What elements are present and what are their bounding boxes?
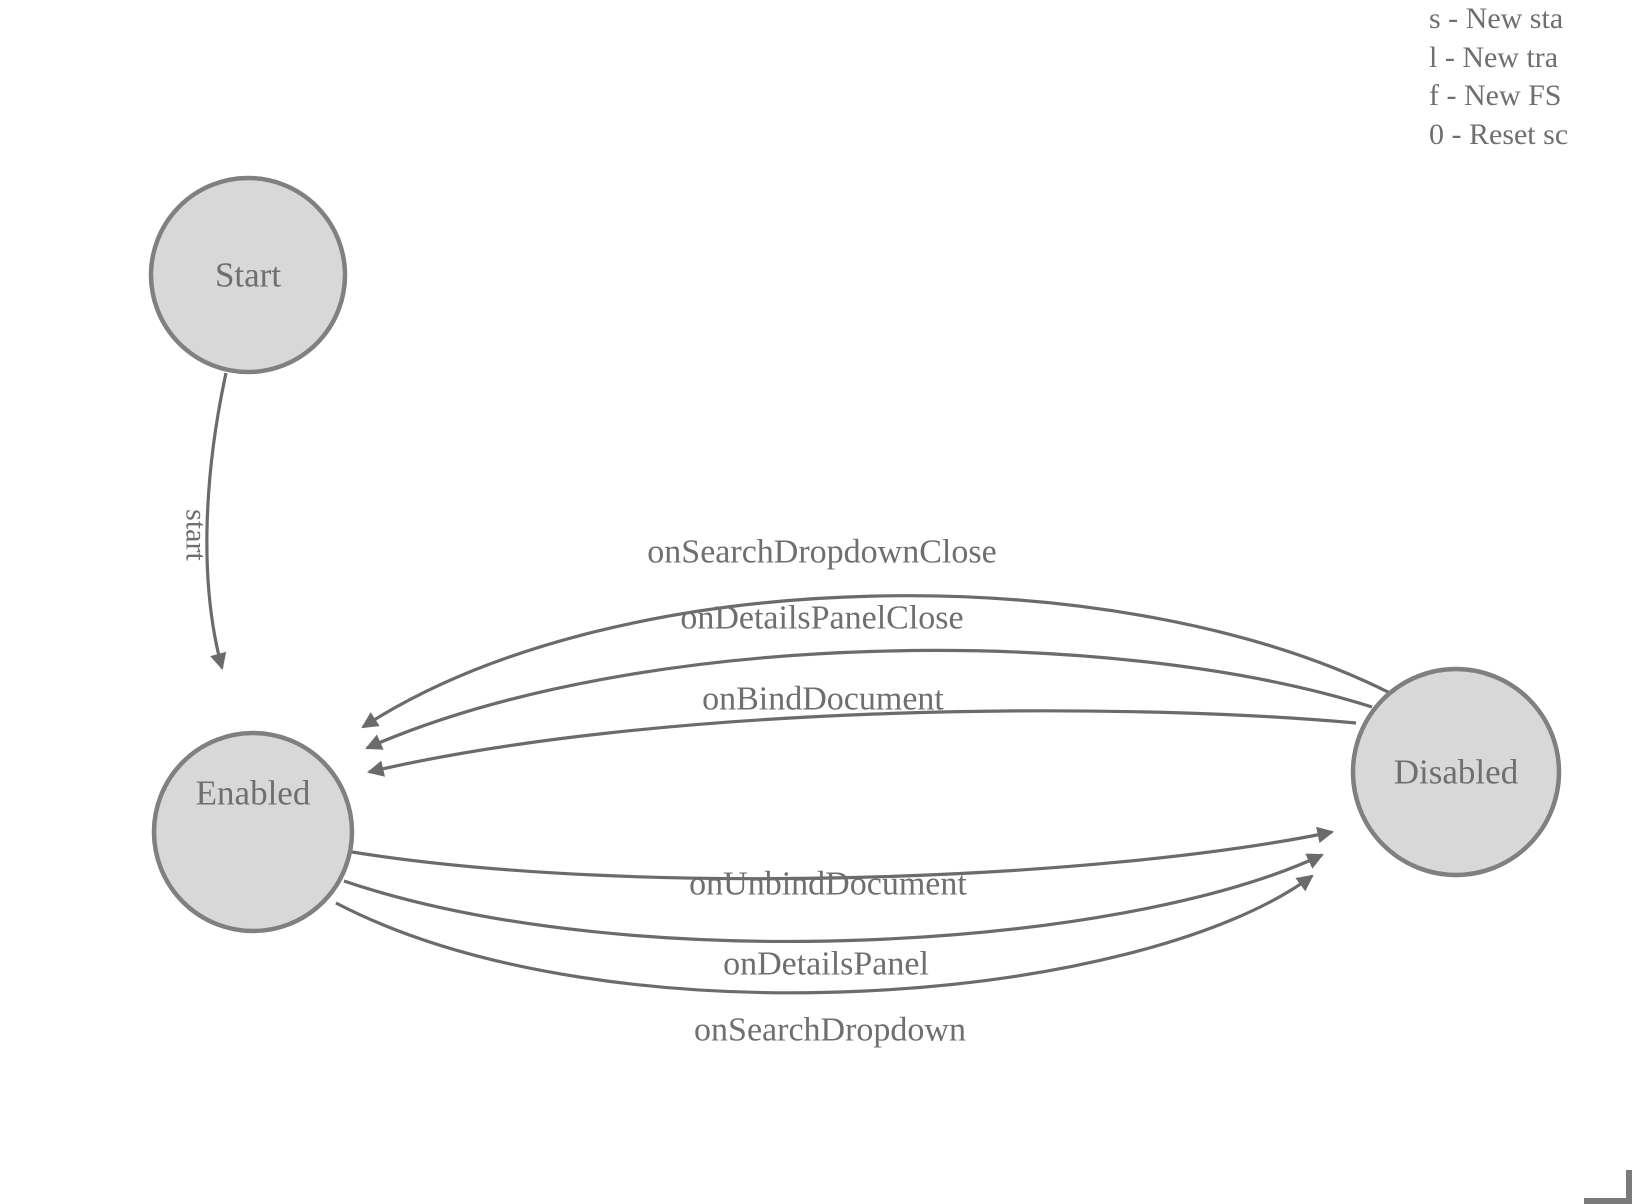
edge-label-on-details-panel[interactable]: onDetailsPanel (723, 946, 929, 983)
edge-label-on-details-panel-close[interactable]: onDetailsPanelClose (680, 600, 963, 637)
edge-label-on-search-dropdown[interactable]: onSearchDropdown (694, 1012, 966, 1049)
edge-group (205, 372, 1393, 995)
state-node-start[interactable]: Start (148, 175, 348, 375)
state-node-disabled-circle[interactable] (1350, 666, 1562, 878)
state-node-disabled-label: Disabled (1394, 753, 1519, 792)
edge-start-to-enabled[interactable] (205, 372, 228, 671)
edge-disabled-to-enabled-search-close[interactable] (361, 594, 1393, 729)
state-node-disabled[interactable]: Disabled (1350, 666, 1562, 878)
state-node-start-circle[interactable] (148, 175, 348, 375)
edge-disabled-to-enabled-details-close[interactable] (365, 648, 1373, 750)
canvas-resize-handle[interactable] (1584, 1170, 1632, 1204)
state-node-start-label: Start (215, 256, 281, 295)
node-group: Start Enabled Disabled (148, 175, 1562, 934)
edge-label-start[interactable]: start (180, 509, 213, 561)
edge-disabled-to-enabled-bind-document[interactable] (366, 709, 1357, 777)
edge-enabled-to-disabled-details-panel[interactable] (343, 853, 1324, 943)
edge-enabled-to-disabled-search-dropdown[interactable] (335, 874, 1314, 995)
state-node-enabled-circle[interactable] (151, 730, 355, 934)
edge-label-on-search-dropdown-close[interactable]: onSearchDropdownClose (647, 534, 996, 571)
edge-enabled-to-disabled-unbind-document[interactable] (351, 826, 1335, 881)
edge-label-on-unbind-document[interactable]: onUnbindDocument (689, 866, 967, 903)
state-node-enabled[interactable]: Enabled (151, 730, 355, 934)
state-node-enabled-label: Enabled (196, 774, 311, 813)
edge-label-on-bind-document[interactable]: onBindDocument (702, 681, 944, 718)
edge-label-group: start onSearchDropdownClose onDetailsPan… (180, 509, 997, 1048)
